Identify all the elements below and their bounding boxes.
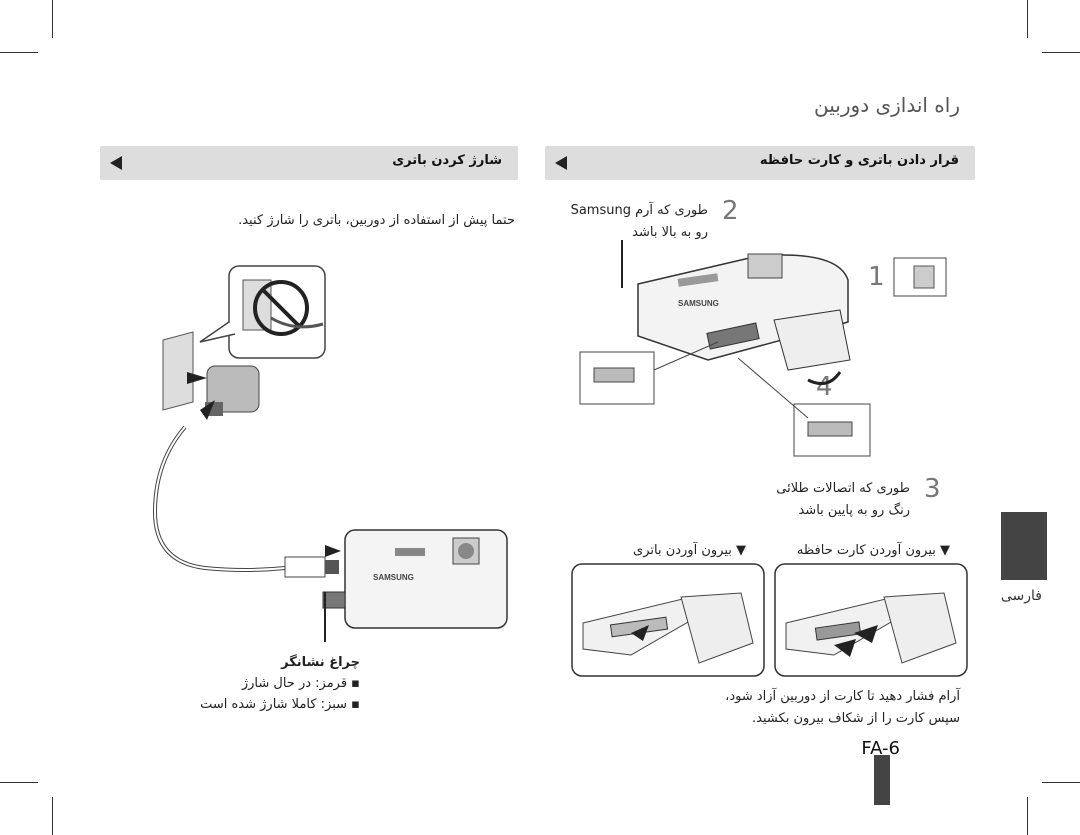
lamp-green: ▪ سبز: کاملا شارژ شده است <box>200 697 360 712</box>
lamp-red: ▪ قرمز: در حال شارژ <box>241 676 360 691</box>
charger-illustration: SAMSUNG <box>152 265 508 642</box>
language-tab <box>1001 512 1047 580</box>
remove-battery-label: ▼ بیرون آوردن باتری <box>633 543 746 558</box>
step3-text: طوری که اتصالات طلائی <box>776 481 910 496</box>
battery-insertion-illustration: SAMSUNG <box>579 240 947 457</box>
language-tab-label: فارسی <box>1000 588 1042 604</box>
crop-mark <box>0 52 38 53</box>
triangle-icon <box>110 156 122 170</box>
triangle-icon <box>555 156 567 170</box>
note-text: سپس کارت را از شکاف بیرون بکشید. <box>752 711 960 726</box>
step-number: 1 <box>868 262 885 292</box>
step-number: 2 <box>722 196 739 226</box>
crop-mark <box>1042 52 1080 53</box>
crop-mark <box>52 797 53 835</box>
lamp-title: چراغ نشانگر <box>281 655 360 670</box>
step-number: 3 <box>924 474 941 504</box>
camera-brand: SAMSUNG <box>678 299 719 308</box>
remove-memory-illustration <box>774 563 968 677</box>
page-title: راه اندازی دوربین <box>814 93 960 117</box>
step3-text: رنگ رو به پایین باشد <box>798 503 910 518</box>
step2-text: Samsung طوری که آرم <box>570 203 708 218</box>
step-number: 4 <box>816 372 833 402</box>
intro-text: حتما پیش از استفاده از دوربین، باتری را … <box>238 213 515 228</box>
crop-mark <box>0 782 38 783</box>
section-header-right: قرار دادن باتری و کارت حافظه <box>545 146 975 180</box>
crop-mark <box>1027 797 1028 835</box>
page-tab <box>874 755 890 805</box>
remove-battery-illustration <box>571 563 765 677</box>
camera-brand: SAMSUNG <box>373 573 414 582</box>
section-title: شارژ کردن باتری <box>392 153 502 168</box>
crop-mark <box>1027 0 1028 38</box>
step2-text: رو به بالا باشد <box>632 225 708 240</box>
section-title: قرار دادن باتری و کارت حافظه <box>759 153 959 168</box>
page-number: FA-6 <box>861 738 900 759</box>
remove-memory-label: ▼ بیرون آوردن کارت حافظه <box>796 543 950 558</box>
section-header-left: شارژ کردن باتری <box>100 146 518 180</box>
note-text: آرام فشار دهید تا کارت از دوربین آزاد شو… <box>725 689 960 704</box>
crop-mark <box>1042 782 1080 783</box>
crop-mark <box>52 0 53 38</box>
